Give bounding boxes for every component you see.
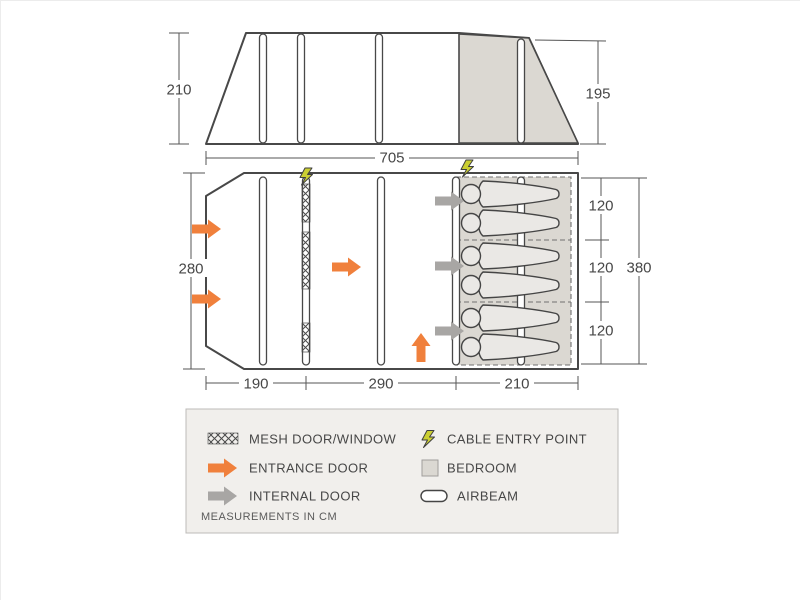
legend: MESH DOOR/WINDOW CABLE ENTRY POINT ENTRA… [185,408,619,534]
mesh-door-window-icon [207,432,239,445]
airbeam-pole [374,33,384,144]
dim-plan-width-left: 280 [174,172,208,370]
legend-item-airbeam: AIRBEAM [420,489,518,504]
bottom-section-value: 190 [243,376,268,393]
side-length-value: 705 [379,150,404,167]
airbeam [258,176,268,366]
bottom-section-value: 210 [504,376,529,393]
legend-label-entrance: ENTRANCE DOOR [249,461,368,476]
mesh-door-panel [301,322,311,353]
legend-item-mesh-door-window: MESH DOOR/WINDOW [207,432,397,447]
legend-label-mesh: MESH DOOR/WINDOW [249,432,397,447]
dim-bottom-sections: 190 290 210 [205,374,579,393]
legend-box [185,408,619,534]
legend-note: MEASUREMENTS IN CM [201,511,337,523]
bedroom-section-value: 120 [588,198,613,215]
legend-label-cable: CABLE ENTRY POINT [447,432,587,447]
dim-side-height-right: 195 [534,39,615,145]
bedroom-icon [421,459,439,477]
floor-plan-view: 280 120 120 120 380 190 [174,159,656,393]
legend-item-internal-door: INTERNAL DOOR [208,486,361,506]
legend-label-internal: INTERNAL DOOR [249,489,361,504]
airbeam-icon [420,489,448,503]
airbeam-pole [516,38,526,144]
bedroom-section-value: 120 [588,260,613,277]
legend-label-airbeam: AIRBEAM [457,489,518,504]
plan-total-right-value: 380 [626,260,651,277]
side-height-left-value: 210 [166,82,191,99]
side-height-right-value: 195 [585,86,610,103]
mesh-door-panel [301,183,311,223]
airbeam-pole [296,33,306,144]
dim-side-height-left: 210 [162,32,196,145]
bottom-section-value: 290 [368,376,393,393]
side-elevation-view: 210 195 705 [162,32,615,167]
mesh-door-panel [301,231,311,290]
airbeam [376,176,386,366]
legend-item-bedroom: BEDROOM [421,459,517,477]
dim-side-length: 705 [205,149,579,167]
legend-label-bedroom: BEDROOM [447,461,517,476]
bedroom-section-value: 120 [588,323,613,340]
legend-item-entrance-door: ENTRANCE DOOR [208,458,368,478]
airbeam-pole [258,33,268,144]
plan-width-value: 280 [178,261,203,278]
dim-bedroom-sections: 120 120 120 380 [581,177,656,365]
legend-item-cable-entry-point: CABLE ENTRY POINT [421,430,587,448]
